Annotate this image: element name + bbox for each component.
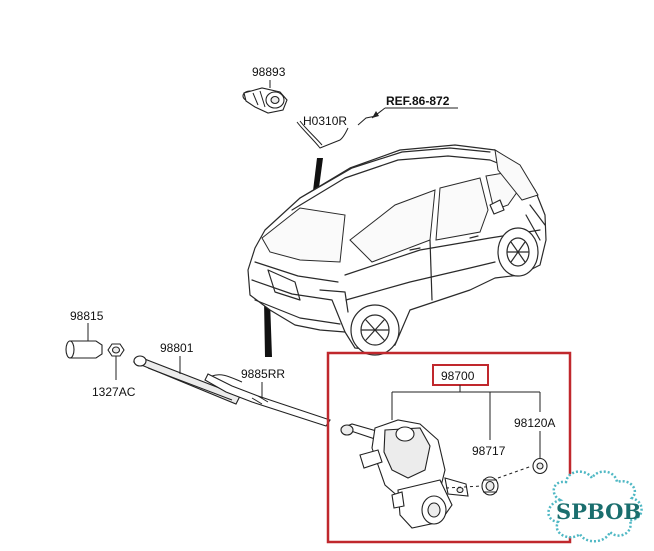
- part-label-98717: 98717: [472, 444, 506, 458]
- washer-nozzle-98893: [242, 87, 288, 114]
- part-label-98801: 98801: [160, 341, 194, 355]
- cap-98815: [65, 340, 103, 359]
- nut-1327ac: [107, 343, 125, 357]
- suv-illustration: [247, 144, 547, 356]
- washer-hose-h0310r: [296, 115, 377, 149]
- wiper-blade-9885rr: [204, 373, 331, 427]
- grommet-98717: [481, 476, 499, 496]
- ref-label: REF.86-872: [386, 94, 450, 108]
- part-label-h0310r: H0310R: [303, 114, 347, 128]
- part-label-98120a: 98120A: [514, 416, 555, 430]
- part-label-98893: 98893: [252, 65, 286, 79]
- wiper-arm-98801: [132, 355, 241, 405]
- part-label-9885rr: 9885RR: [241, 367, 285, 381]
- watermark-logo: SPBOB: [547, 470, 643, 543]
- wiper-motor-98700: [340, 419, 469, 529]
- motor-assembly-frame: [326, 351, 572, 544]
- part-label-98700: 98700: [441, 369, 475, 383]
- part-label-98815: 98815: [70, 309, 104, 323]
- cap-98120a: [532, 457, 548, 475]
- watermark-text: SPBOB: [556, 499, 641, 524]
- part-label-1327ac: 1327AC: [92, 385, 136, 399]
